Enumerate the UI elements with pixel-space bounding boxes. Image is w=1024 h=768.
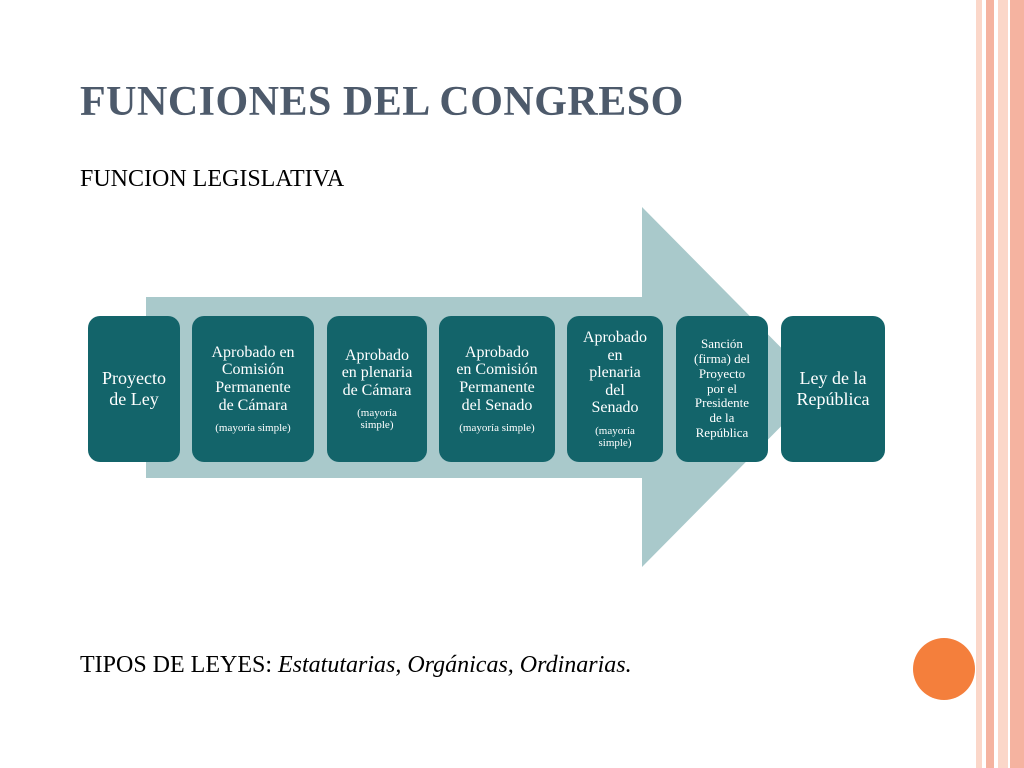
stripe-3	[998, 0, 1008, 768]
step-label: Aprobado en plenaria del Senado	[583, 328, 647, 417]
law-types-label: TIPOS DE LEYES:	[80, 652, 278, 678]
step-comision-camara: Aprobado en Comisión Permanente de Cámar…	[192, 316, 314, 462]
step-note: (mayoría simple)	[215, 422, 291, 435]
step-sancion-presidente: Sanción (firma) del Proyecto por el Pres…	[676, 316, 768, 462]
step-note: (mayoría simple)	[459, 422, 535, 435]
step-note: (mayoría simple)	[595, 424, 635, 449]
step-label: Proyecto de Ley	[102, 368, 166, 409]
step-plenaria-senado: Aprobado en plenaria del Senado (mayoría…	[567, 316, 663, 462]
slide-subtitle: FUNCION LEGISLATIVA	[80, 166, 345, 192]
decorative-orange-circle	[913, 638, 975, 700]
step-label: Aprobado en Comisión Permanente del Sena…	[456, 343, 538, 414]
step-plenaria-camara: Aprobado en plenaria de Cámara (mayoría …	[327, 316, 427, 462]
step-note: (mayoría simple)	[357, 407, 397, 432]
stripe-1	[976, 0, 982, 768]
law-types-list: Estatutarias, Orgánicas, Ordinarias.	[278, 652, 632, 678]
law-types: TIPOS DE LEYES: Estatutarias, Orgánicas,…	[80, 652, 632, 679]
step-ley-de-la-republica: Ley de la República	[781, 316, 885, 462]
step-comision-senado: Aprobado en Comisión Permanente del Sena…	[439, 316, 555, 462]
step-label: Sanción (firma) del Proyecto por el Pres…	[694, 335, 750, 441]
stripe-2	[986, 0, 994, 768]
step-label: Ley de la República	[796, 368, 870, 409]
stripe-4	[1010, 0, 1024, 768]
step-proyecto-de-ley: Proyecto de Ley	[88, 316, 180, 462]
step-label: Aprobado en plenaria de Cámara	[341, 346, 413, 399]
decorative-stripes	[976, 0, 1024, 768]
slide-title: FUNCIONES DEL CONGRESO	[80, 79, 684, 125]
step-label: Aprobado en Comisión Permanente de Cámar…	[211, 343, 295, 414]
